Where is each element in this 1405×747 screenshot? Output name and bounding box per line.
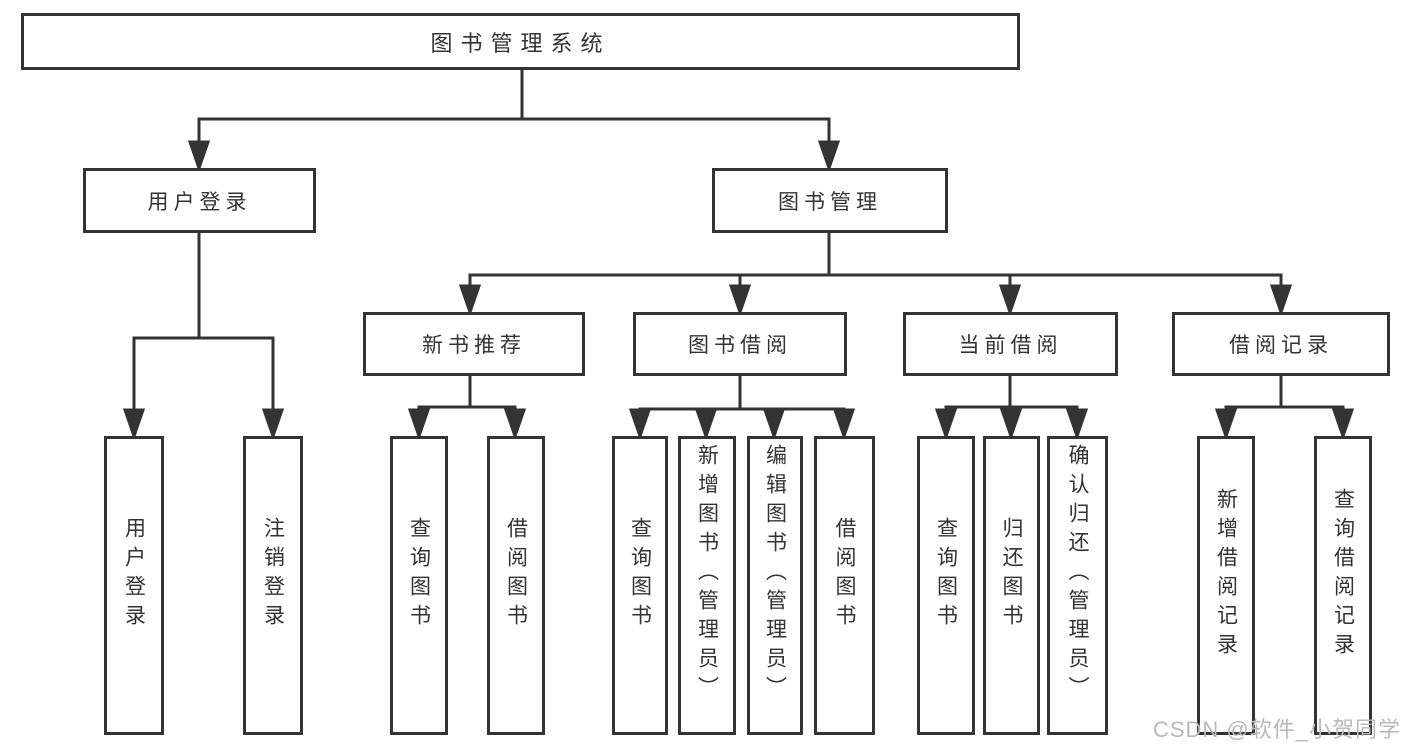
- node-current-borrowing: 当前借阅: [903, 312, 1118, 376]
- leaf-logout-label: 注销登录: [261, 516, 285, 633]
- leaf-logout: 注销登录: [243, 436, 303, 735]
- node-book-management-label: 图书管理: [778, 190, 882, 214]
- node-current-borrowing-label: 当前借阅: [958, 334, 1063, 357]
- leaf-query-books-recommend: 查询图书: [390, 436, 448, 735]
- leaf-query-books-current: 查询图书: [917, 436, 975, 735]
- leaf-query-borrow-record: 查询借阅记录: [1314, 436, 1372, 735]
- leaf-user-login-label: 用户登录: [122, 516, 146, 633]
- leaf-query-books-current-label: 查询图书: [934, 516, 958, 633]
- root-node-label: 图书管理系统: [430, 30, 611, 56]
- leaf-borrow-books-recommend: 借阅图书: [487, 436, 545, 735]
- csdn-watermark: CSDN @软件_小贺同学: [1152, 717, 1401, 742]
- leaf-edit-book-admin: 编辑图书（管理员）: [747, 436, 803, 735]
- leaf-confirm-return-admin-label: 确认归还（管理员）: [1066, 444, 1089, 705]
- root-node: 图书管理系统: [21, 13, 1020, 70]
- leaf-borrow-books-borrowing: 借阅图书: [814, 436, 875, 735]
- node-book-borrowing: 图书借阅: [633, 312, 847, 376]
- node-user-login-label: 用户登录: [147, 190, 252, 214]
- leaf-query-books-borrowing-label: 查询图书: [628, 516, 652, 633]
- node-book-management: 图书管理: [712, 168, 948, 233]
- leaf-add-borrow-record: 新增借阅记录: [1197, 436, 1255, 735]
- leaf-borrow-books-recommend-label: 借阅图书: [504, 516, 528, 633]
- leaf-add-book-admin-label: 新增图书（管理员）: [695, 444, 719, 705]
- leaf-confirm-return-admin: 确认归还（管理员）: [1047, 436, 1108, 735]
- node-borrowing-records: 借阅记录: [1172, 312, 1390, 376]
- leaf-borrow-books-borrowing-label: 借阅图书: [833, 516, 856, 633]
- leaf-query-borrow-record-label: 查询借阅记录: [1331, 487, 1355, 662]
- leaf-query-books-borrowing: 查询图书: [612, 436, 668, 735]
- leaf-user-login: 用户登录: [104, 436, 164, 735]
- node-borrowing-records-label: 借阅记录: [1229, 334, 1333, 357]
- leaf-return-books-label: 归还图书: [1000, 516, 1023, 633]
- leaf-add-book-admin: 新增图书（管理员）: [678, 436, 736, 735]
- node-book-borrowing-label: 图书借阅: [688, 334, 792, 357]
- leaf-edit-book-admin-label: 编辑图书（管理员）: [763, 444, 787, 705]
- node-new-book-recommend: 新书推荐: [363, 312, 585, 376]
- leaf-return-books: 归还图书: [983, 436, 1040, 735]
- leaf-add-borrow-record-label: 新增借阅记录: [1214, 487, 1238, 662]
- leaf-query-books-recommend-label: 查询图书: [407, 516, 431, 633]
- node-new-book-recommend-label: 新书推荐: [422, 334, 526, 357]
- node-user-login: 用户登录: [83, 168, 316, 233]
